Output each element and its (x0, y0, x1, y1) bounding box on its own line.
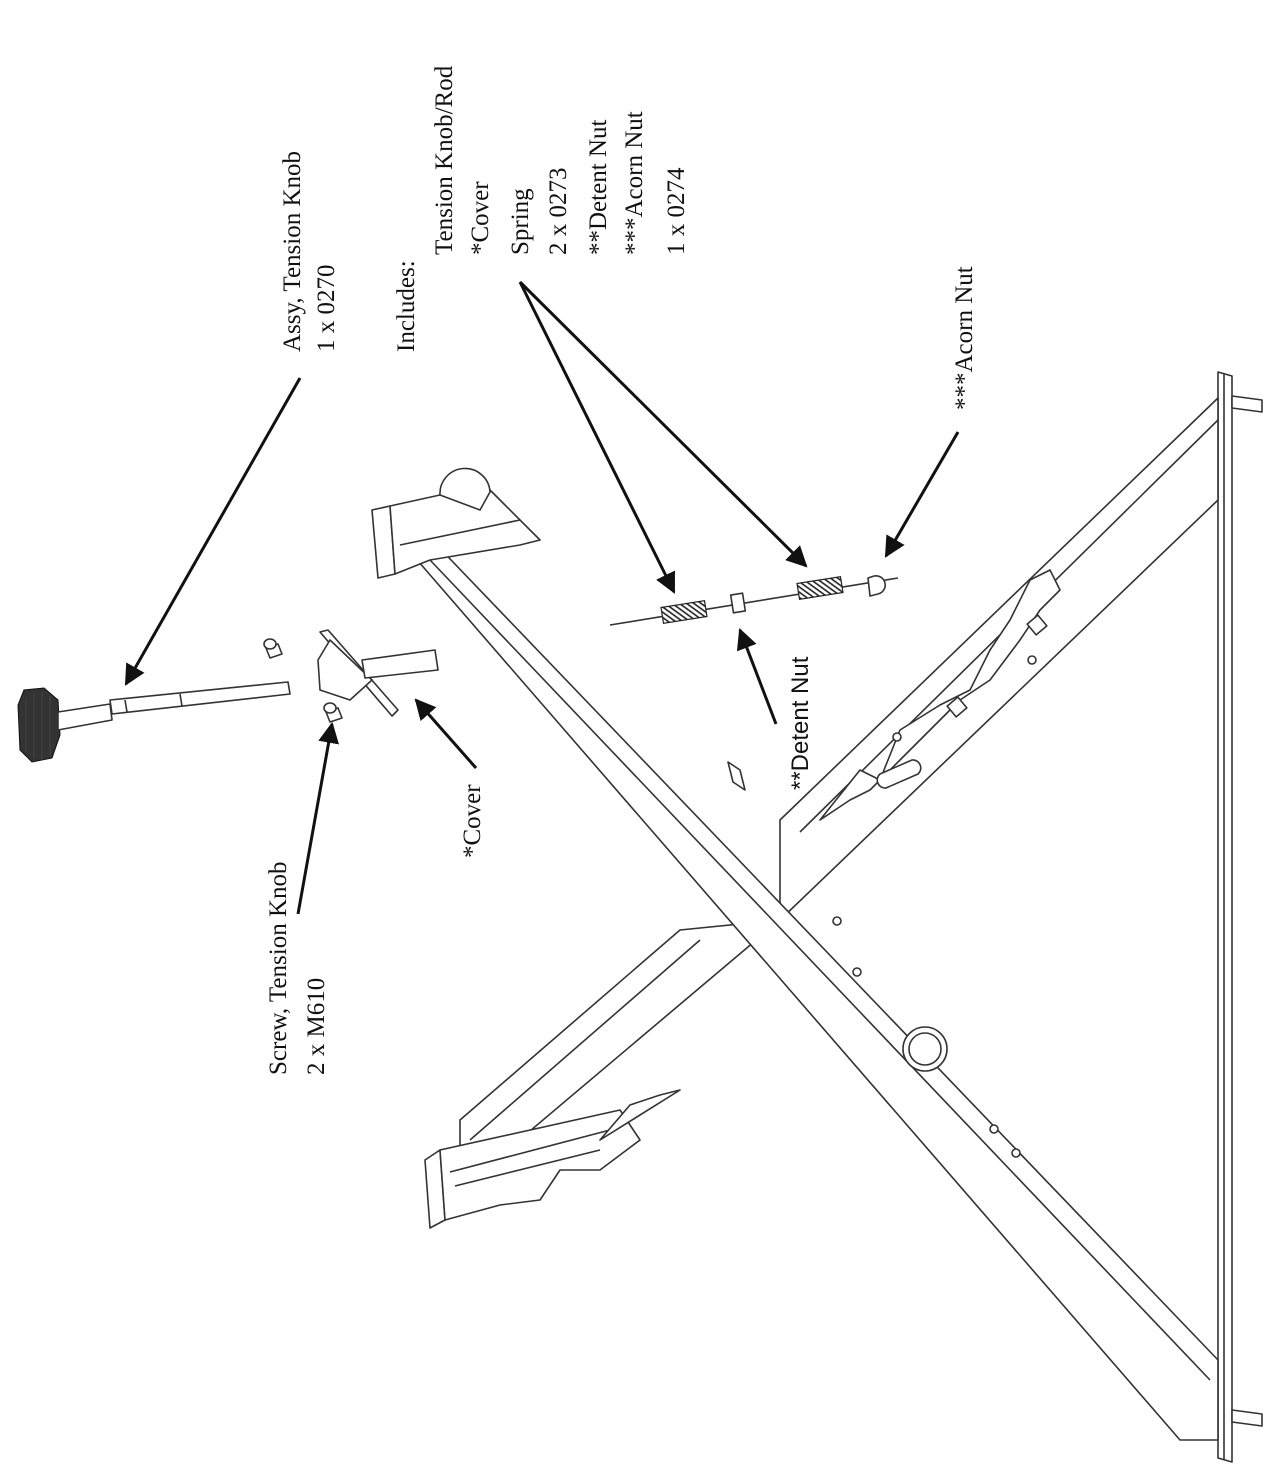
label-assy-qty: 1 x 0270 (313, 265, 340, 353)
label-cover: *Cover (459, 784, 486, 858)
label-includes-item: 2 x 0273 (545, 168, 572, 256)
label-includes-item: ***Acorn Nut (621, 111, 648, 255)
arrow-screw (296, 721, 340, 915)
label-tension-knob-assy: Assy, Tension Knob 1 x 0270 (279, 151, 340, 352)
label-includes-heading: Includes: (393, 260, 420, 352)
label-detent-nut: **Detent Nut (787, 656, 814, 790)
upper-arm (371, 467, 1219, 1441)
spring-left (660, 599, 708, 625)
detent-nut-part (729, 592, 747, 614)
label-includes-item: 1 x 0274 (663, 167, 690, 255)
label-screw-name: Screw, Tension Knob (265, 861, 292, 1075)
arrow-tension-knob (124, 377, 302, 686)
label-screw: Screw, Tension Knob 2 x M610 (265, 861, 330, 1075)
label-includes-item: **Detent Nut (585, 120, 612, 255)
cover-plate (317, 629, 399, 717)
label-includes-item: *Cover (467, 181, 494, 255)
screw-top (263, 638, 283, 659)
arrow-spring-right (518, 280, 808, 568)
spring-rod-assembly (609, 574, 899, 626)
lower-arm (424, 397, 1219, 1229)
leader-arrows (124, 280, 960, 915)
scissor-frame (371, 371, 1263, 1463)
arrow-spring-left (518, 281, 676, 594)
label-includes: Includes: Tension Knob/Rod *Cover Spring… (393, 65, 690, 352)
label-acorn-nut: ***Acorn Nut (951, 266, 978, 410)
screw-bottom (323, 702, 343, 723)
arrow-cover (414, 698, 478, 769)
arrow-detent-nut (736, 628, 778, 725)
label-assy-tension-knob: Assy, Tension Knob (279, 151, 306, 352)
arrow-acorn-nut (884, 431, 960, 558)
end-channel (1217, 371, 1263, 1463)
spring-right (796, 575, 844, 601)
label-screw-qty: 2 x M610 (303, 978, 330, 1075)
label-includes-item: Tension Knob/Rod (431, 65, 458, 255)
acorn-nut-part (867, 574, 887, 597)
label-includes-item: Spring (507, 188, 534, 255)
tension-knob-assembly (17, 629, 439, 763)
